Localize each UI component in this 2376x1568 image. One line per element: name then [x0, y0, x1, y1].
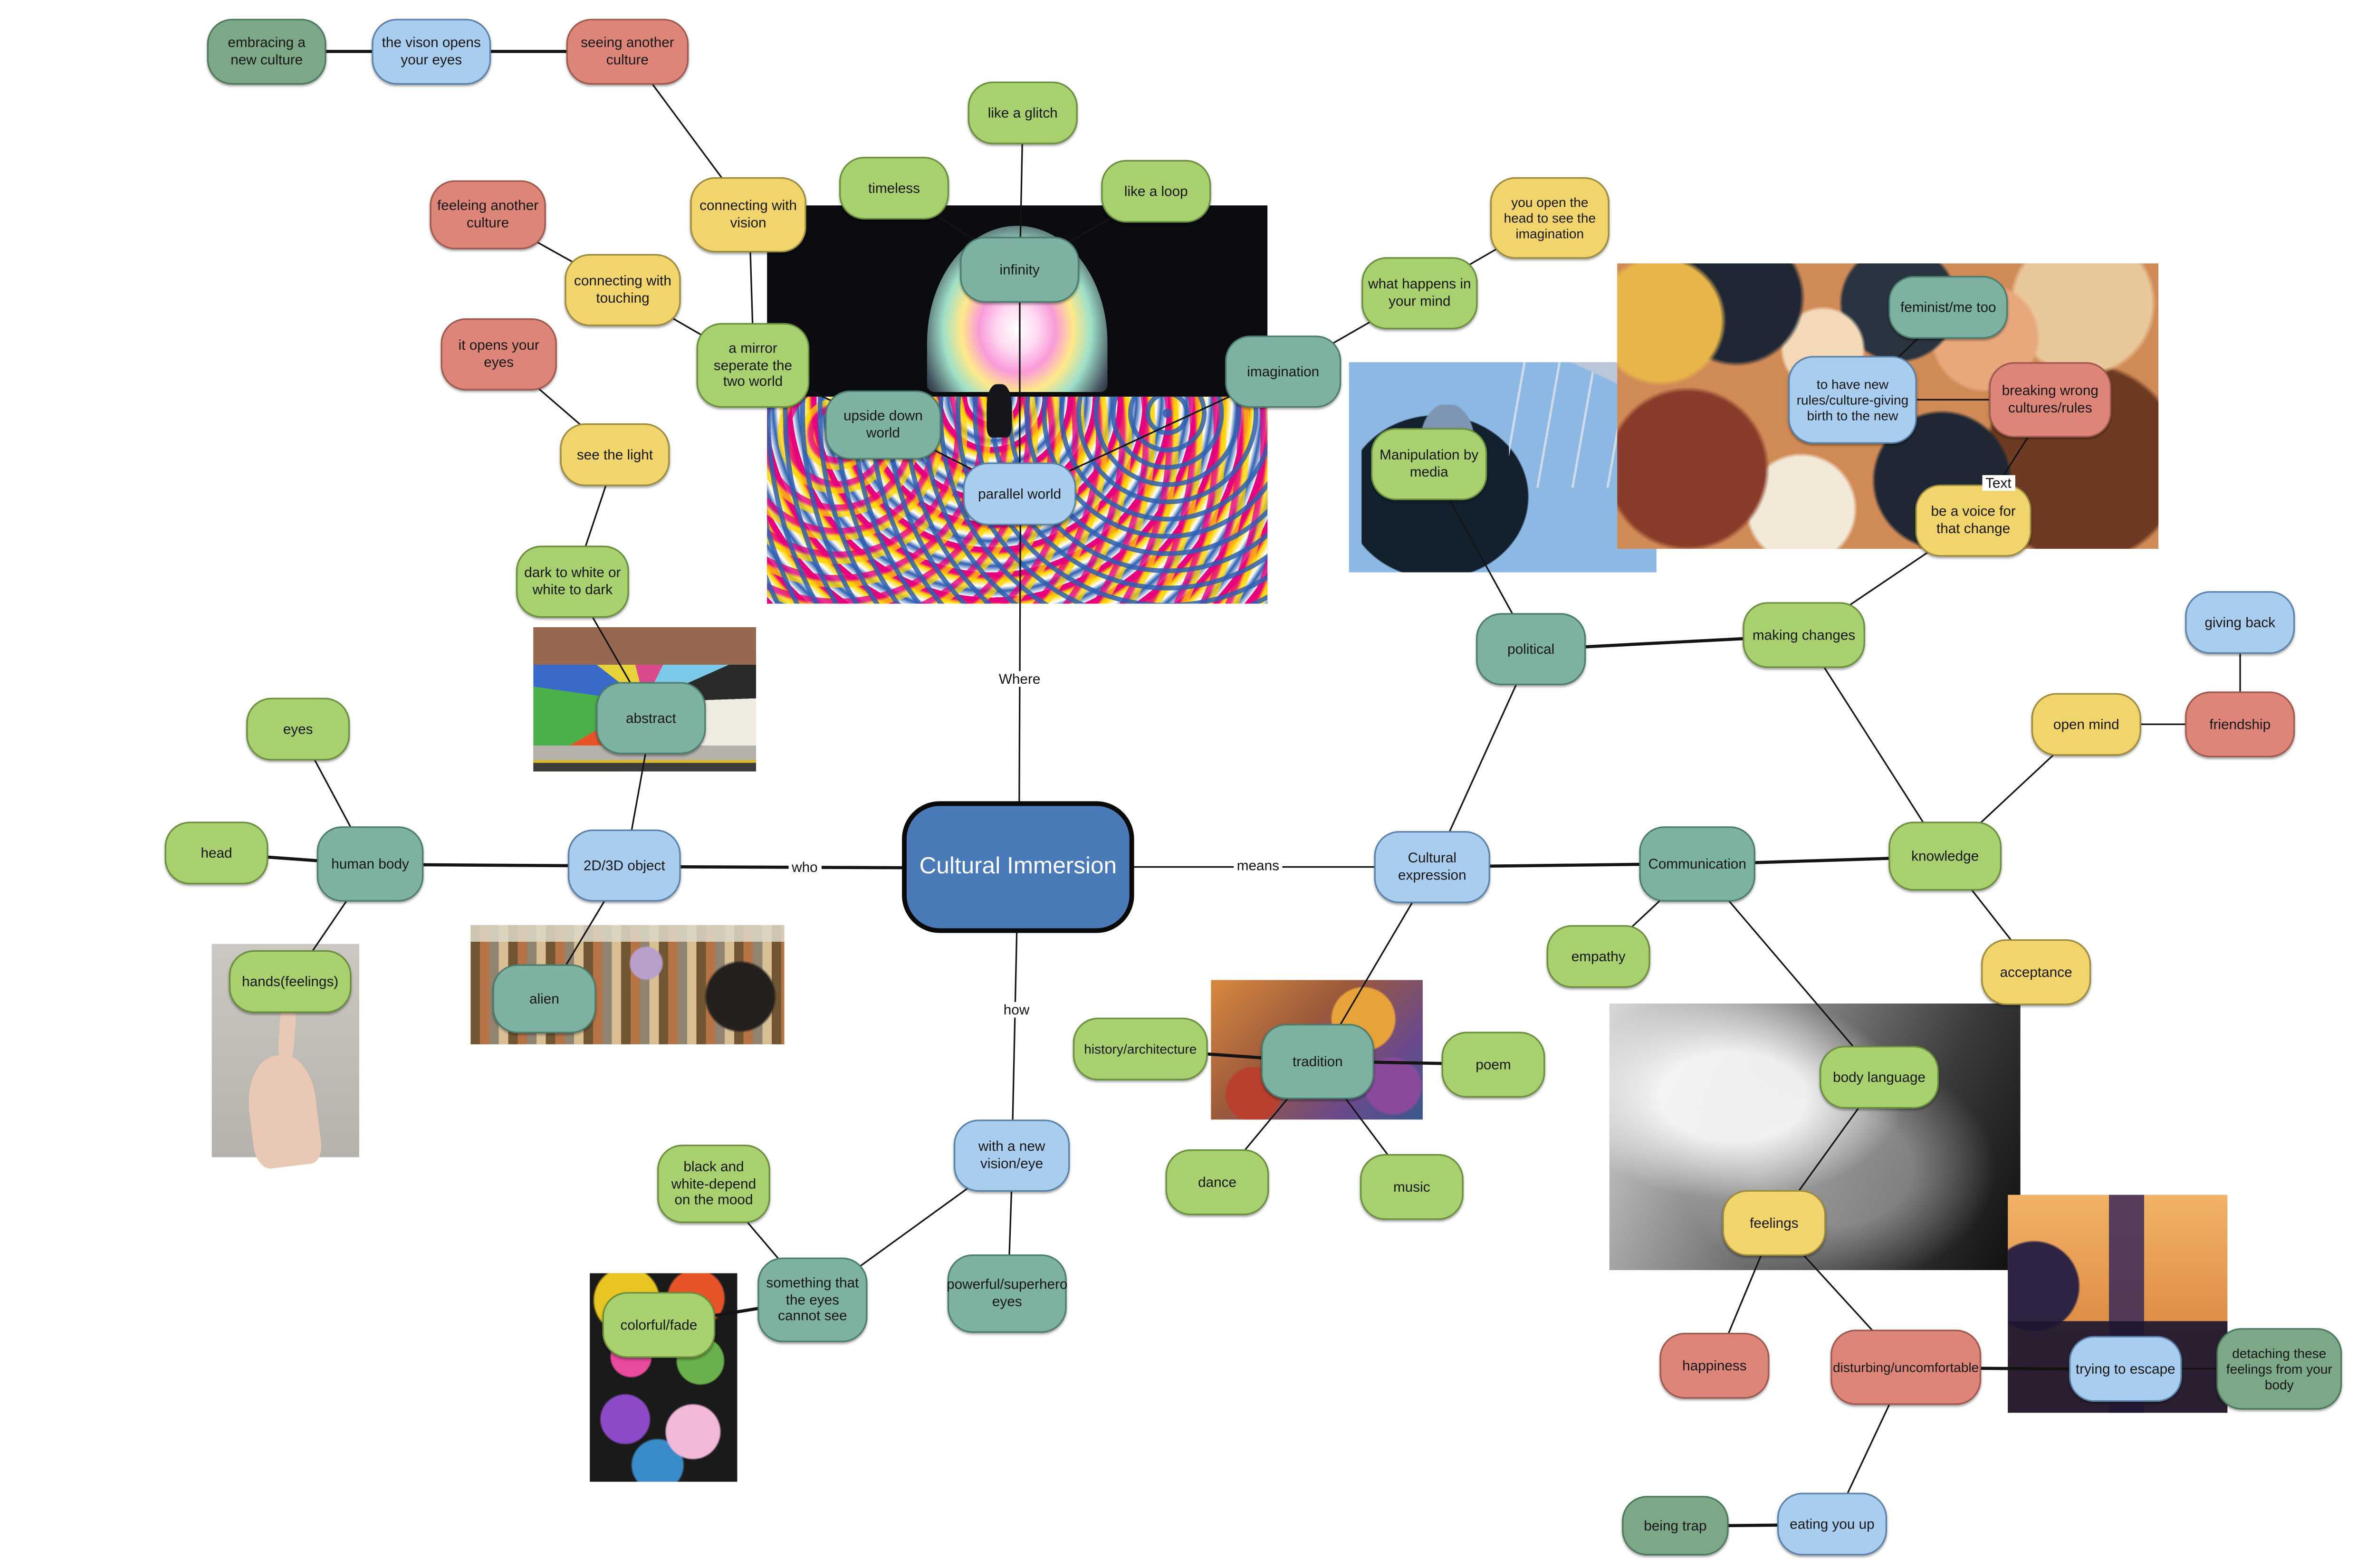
node-giving[interactable]: giving back	[2185, 591, 2295, 654]
edge-vison-seeing	[431, 49, 628, 54]
node-see_light[interactable]: see the light	[560, 423, 670, 486]
node-breaking[interactable]: breaking wrong cultures/rules	[1989, 362, 2112, 438]
edge-label-text[interactable]: Text	[1982, 475, 2015, 491]
node-eating[interactable]: eating you up	[1777, 1492, 1887, 1556]
node-detaching[interactable]: detaching these feelings from your body	[2216, 1328, 2342, 1410]
node-disturbing[interactable]: disturbing/uncomfortable	[1830, 1329, 1982, 1405]
node-something[interactable]: something that the eyes cannot see	[757, 1257, 868, 1342]
node-friendship[interactable]: friendship	[2185, 691, 2295, 757]
node-feeleing[interactable]: feeleing another culture	[430, 180, 546, 249]
node-feminist[interactable]: feminist/me too	[1888, 276, 2008, 339]
node-open_head[interactable]: you open the head to see the imagination	[1490, 177, 1610, 259]
node-knowledge[interactable]: knowledge	[1888, 822, 2002, 891]
node-trap[interactable]: being trap	[1622, 1496, 1729, 1556]
node-cultural_expr[interactable]: Cultural expression	[1374, 831, 1490, 903]
node-mind[interactable]: what happens in your mind	[1361, 257, 1478, 329]
node-openmind[interactable]: open mind	[2031, 693, 2141, 756]
node-vison[interactable]: the vison opens your eyes	[372, 19, 491, 85]
node-powerful[interactable]: powerful/superhero eyes	[947, 1254, 1067, 1333]
node-dark_white[interactable]: dark to white or white to dark	[516, 545, 629, 618]
node-head[interactable]: head	[164, 822, 268, 885]
node-new_vision[interactable]: with a new vision/eye	[953, 1119, 1070, 1192]
edge-label-means[interactable]: means	[1234, 858, 1283, 874]
node-dance[interactable]: dance	[1165, 1149, 1269, 1215]
node-embracing[interactable]: embracing a new culture	[207, 19, 326, 85]
node-center[interactable]: Cultural Immersion	[902, 801, 1134, 933]
node-colorful[interactable]: colorful/fade	[602, 1292, 716, 1358]
node-feelings[interactable]: feelings	[1722, 1190, 1826, 1256]
node-timeless[interactable]: timeless	[839, 157, 949, 220]
node-music[interactable]: music	[1360, 1154, 1464, 1220]
node-escape[interactable]: trying to escape	[2069, 1336, 2182, 1402]
node-history[interactable]: history/architecture	[1073, 1017, 1208, 1080]
node-seeing[interactable]: seeing another culture	[566, 19, 689, 85]
node-conn_vision[interactable]: connecting with vision	[690, 177, 806, 253]
node-opens_eyes[interactable]: it opens your eyes	[441, 318, 557, 391]
node-tradition[interactable]: tradition	[1261, 1023, 1374, 1100]
node-alien[interactable]: alien	[492, 964, 596, 1033]
edge-escape-detaching	[2125, 1367, 2280, 1370]
node-loop[interactable]: like a loop	[1101, 160, 1211, 223]
node-glitch[interactable]: like a glitch	[968, 81, 1078, 144]
node-making[interactable]: making changes	[1743, 602, 1865, 668]
node-communication[interactable]: Communication	[1639, 826, 1755, 902]
node-political[interactable]: political	[1476, 613, 1586, 686]
edge-embracing-vison	[267, 49, 431, 54]
edge-label-how[interactable]: how	[1000, 1002, 1033, 1018]
node-empathy[interactable]: empathy	[1546, 925, 1650, 988]
node-imagination[interactable]: imagination	[1225, 335, 1341, 408]
node-upside[interactable]: upside down world	[825, 390, 941, 459]
node-eyes[interactable]: eyes	[246, 698, 350, 761]
node-voice[interactable]: be a voice for that change	[1915, 484, 2031, 557]
edge-openmind-friendship	[2086, 723, 2240, 726]
edge-label-who[interactable]: who	[788, 859, 821, 875]
node-bw_mood[interactable]: black and white-depend on the mood	[657, 1145, 770, 1223]
node-poem[interactable]: poem	[1441, 1032, 1545, 1098]
visitor-silhouette	[987, 384, 1013, 438]
node-bodylang[interactable]: body language	[1820, 1046, 1939, 1109]
node-abstract[interactable]: abstract	[596, 682, 706, 755]
node-hands[interactable]: hands(feelings)	[229, 950, 352, 1013]
node-parallel[interactable]: parallel world	[963, 462, 1076, 526]
node-acceptance[interactable]: acceptance	[1981, 939, 2091, 1005]
node-conn_touch[interactable]: connecting with touching	[565, 254, 681, 326]
edge-label-where[interactable]: Where	[996, 671, 1044, 687]
node-manipulation[interactable]: Manipulation by media	[1371, 428, 1487, 500]
node-happiness[interactable]: happiness	[1659, 1333, 1770, 1399]
node-new_rules[interactable]: to have new rules/culture-giving birth t…	[1788, 356, 1917, 444]
edge-infinity-parallel	[1018, 269, 1021, 494]
node-infinity[interactable]: infinity	[960, 237, 1080, 303]
node-mirror[interactable]: a mirror seperate the two world	[696, 323, 810, 408]
node-object23d[interactable]: 2D/3D object	[567, 829, 681, 902]
edge-new_rules-breaking	[1852, 399, 2050, 401]
edge-center-cultural_expr	[1018, 866, 1432, 868]
node-human_body[interactable]: human body	[316, 826, 424, 902]
